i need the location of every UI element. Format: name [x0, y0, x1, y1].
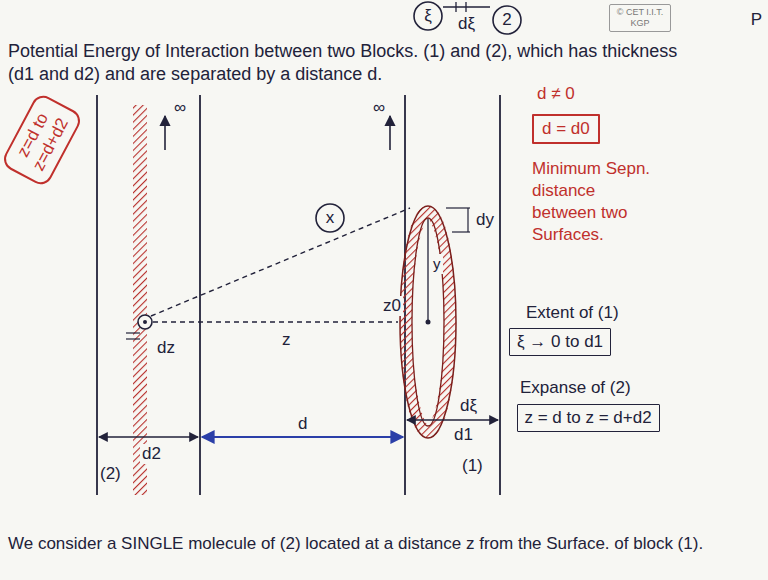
variable-label: dξ — [456, 14, 477, 34]
note: Expanse of (2) — [518, 378, 633, 398]
node-text: z = d to z = d+d2 — [525, 408, 652, 428]
infinity-arrow — [164, 116, 166, 150]
range-box: z = d to z = d+d2 — [517, 404, 660, 432]
dimension-label: d1 — [452, 425, 475, 445]
dz-tick — [126, 338, 140, 339]
ring-element — [406, 212, 450, 432]
note: Extent of (1) — [524, 303, 621, 323]
infinity-symbol: ∞ — [172, 98, 188, 118]
block-number: (2) — [98, 464, 123, 484]
node-text: x — [326, 208, 335, 228]
molecule-dot — [143, 320, 147, 324]
dimension-line — [99, 436, 198, 437]
node-text: ξ → 0 to d1 — [517, 332, 603, 352]
circle-outline — [316, 204, 344, 232]
variable-label: dξ — [458, 396, 479, 416]
condition-box: d = d0 — [532, 114, 600, 144]
condition-note: d ≠ 0 — [535, 84, 577, 104]
node-text: d = d0 — [542, 119, 590, 139]
node-text: ξ — [424, 6, 432, 26]
dy-bracket — [446, 207, 470, 208]
variable-label: z0 — [381, 296, 403, 316]
dy-bracket — [452, 231, 470, 232]
dimension-line — [202, 436, 403, 438]
node-text: 2 — [502, 10, 511, 30]
circle-outline — [414, 2, 442, 30]
dy-bracket — [467, 208, 468, 232]
infinity-arrow — [389, 116, 391, 150]
block-boundary — [199, 95, 201, 495]
radius-line — [427, 219, 428, 322]
infinity-symbol: ∞ — [371, 98, 387, 118]
node-text: © CET I.I.T. KGP — [613, 7, 667, 29]
variable-circle: x — [315, 203, 345, 233]
logo-box: © CET I.I.T. KGP — [609, 4, 671, 32]
ring-outline — [400, 206, 456, 438]
title: Potential Energy of Interaction between … — [8, 40, 708, 86]
block-boundary — [499, 95, 501, 495]
range-box: ξ → 0 to d1 — [509, 328, 611, 356]
dimension-label: d — [296, 414, 309, 434]
ring-outline — [412, 218, 444, 426]
distance-line — [151, 208, 410, 316]
molecule-symbol — [138, 315, 152, 329]
variable-label: z — [280, 330, 293, 350]
block-boundary — [96, 95, 98, 495]
condition-note: Minimum Sepn. distance between two Surfa… — [530, 158, 662, 246]
variable-label: dz — [155, 338, 177, 358]
range-box: z=d to z=d+d2 — [0, 92, 84, 189]
circle-outline — [493, 6, 521, 34]
dimension-label: d2 — [140, 444, 163, 464]
variable-label: dy — [474, 210, 496, 230]
caption: We consider a SINGLE molecule of (2) loc… — [8, 533, 748, 555]
dxi-bracket — [455, 2, 456, 12]
variable-label: y — [431, 254, 443, 274]
edge-letter: P — [749, 10, 764, 30]
block-number: (1) — [460, 456, 485, 476]
node-text: z=d to z=d+d2 — [9, 101, 75, 178]
dimension-line — [407, 419, 498, 420]
distance-line — [153, 321, 398, 322]
dz-tick — [126, 332, 140, 333]
variable-circle: ξ — [413, 1, 443, 31]
dxi-bracket — [465, 2, 466, 12]
ring-center — [426, 320, 431, 325]
page-number-circle: 2 — [492, 5, 522, 35]
